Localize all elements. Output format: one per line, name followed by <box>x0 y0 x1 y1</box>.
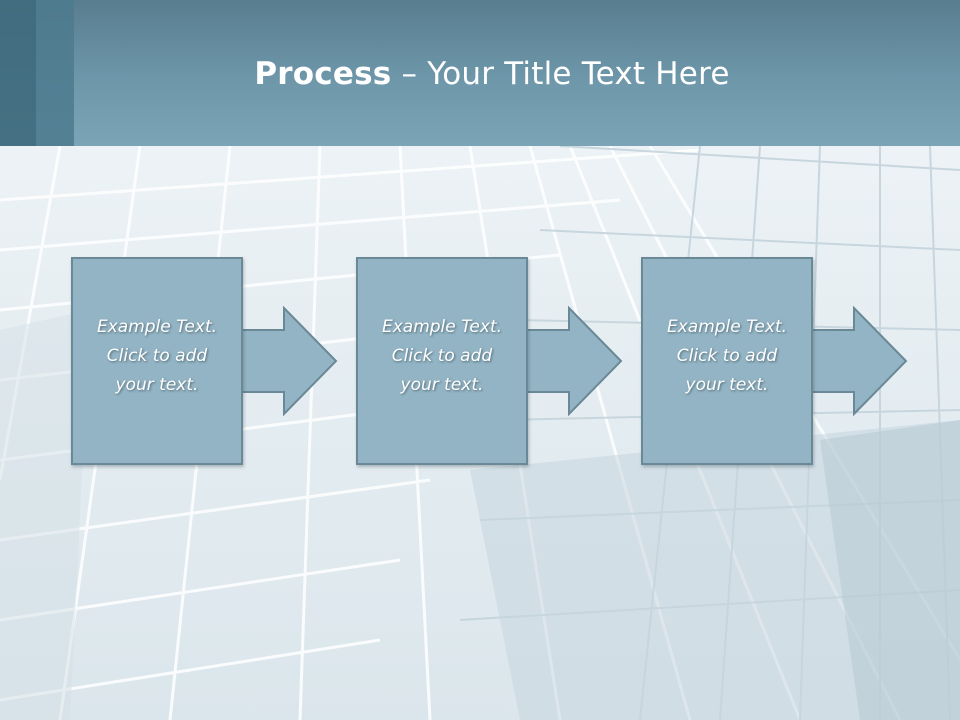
step-text-line: your text. <box>685 375 769 395</box>
process-step-box[interactable]: Example Text. Click to add your text. <box>356 257 528 465</box>
step-text-line: Example Text. <box>381 317 503 337</box>
process-arrow-icon <box>236 306 338 416</box>
step-text-line: your text. <box>115 375 199 395</box>
step-text[interactable]: Example Text. Click to add your text. <box>643 313 811 400</box>
header-accent-strip <box>36 0 74 146</box>
process-arrow-icon <box>521 306 623 416</box>
header-accent-strip <box>0 0 36 146</box>
step-text-line: Example Text. <box>666 317 788 337</box>
process-step-box[interactable]: Example Text. Click to add your text. <box>71 257 243 465</box>
title-rest-text: – Your Title Text Here <box>391 56 730 92</box>
step-text-line: Click to add <box>106 346 208 366</box>
step-text-line: Click to add <box>676 346 778 366</box>
step-text-line: your text. <box>400 375 484 395</box>
process-arrow-icon <box>806 306 908 416</box>
slide-title[interactable]: Process – Your Title Text Here <box>0 52 960 96</box>
title-bold-text: Process <box>254 56 392 92</box>
step-text[interactable]: Example Text. Click to add your text. <box>73 313 241 400</box>
step-text-line: Click to add <box>391 346 493 366</box>
title-bar: Process – Your Title Text Here <box>0 0 960 146</box>
step-text[interactable]: Example Text. Click to add your text. <box>358 313 526 400</box>
step-text-line: Example Text. <box>96 317 218 337</box>
process-step-box[interactable]: Example Text. Click to add your text. <box>641 257 813 465</box>
